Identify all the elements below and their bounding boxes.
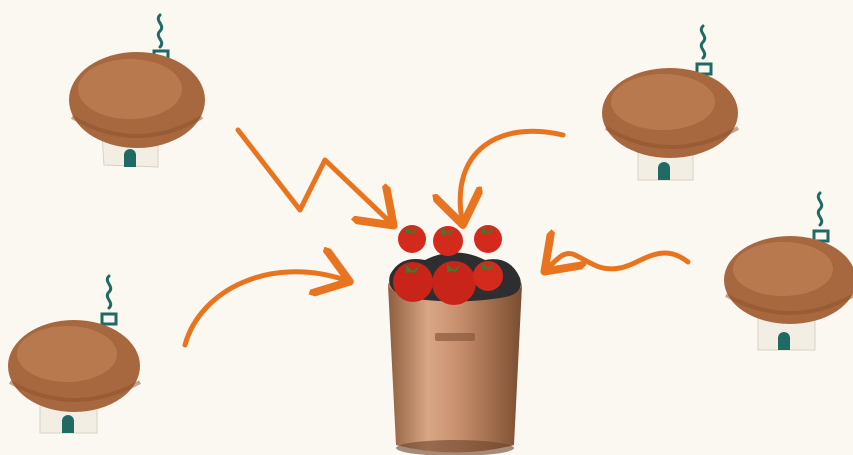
zigzag-arrow-top-left [238, 130, 390, 222]
tomato [393, 262, 433, 302]
mushroom-house-top-right [598, 18, 748, 193]
bin-brand-plate [435, 333, 475, 341]
tomato [474, 225, 502, 253]
mushroom-house-top-left [62, 5, 212, 180]
curved-arrow-top-right [460, 131, 563, 220]
tomato [432, 261, 476, 305]
tomato [398, 225, 426, 253]
tomato [433, 226, 463, 256]
mushroom-house-bottom-right [720, 185, 853, 360]
wavy-arrow-bottom-right [548, 253, 688, 269]
curved-arrow-bottom-left [185, 272, 345, 345]
tomato [473, 261, 503, 291]
mushroom-house-bottom-left [2, 268, 152, 443]
tomatoes [380, 215, 530, 315]
